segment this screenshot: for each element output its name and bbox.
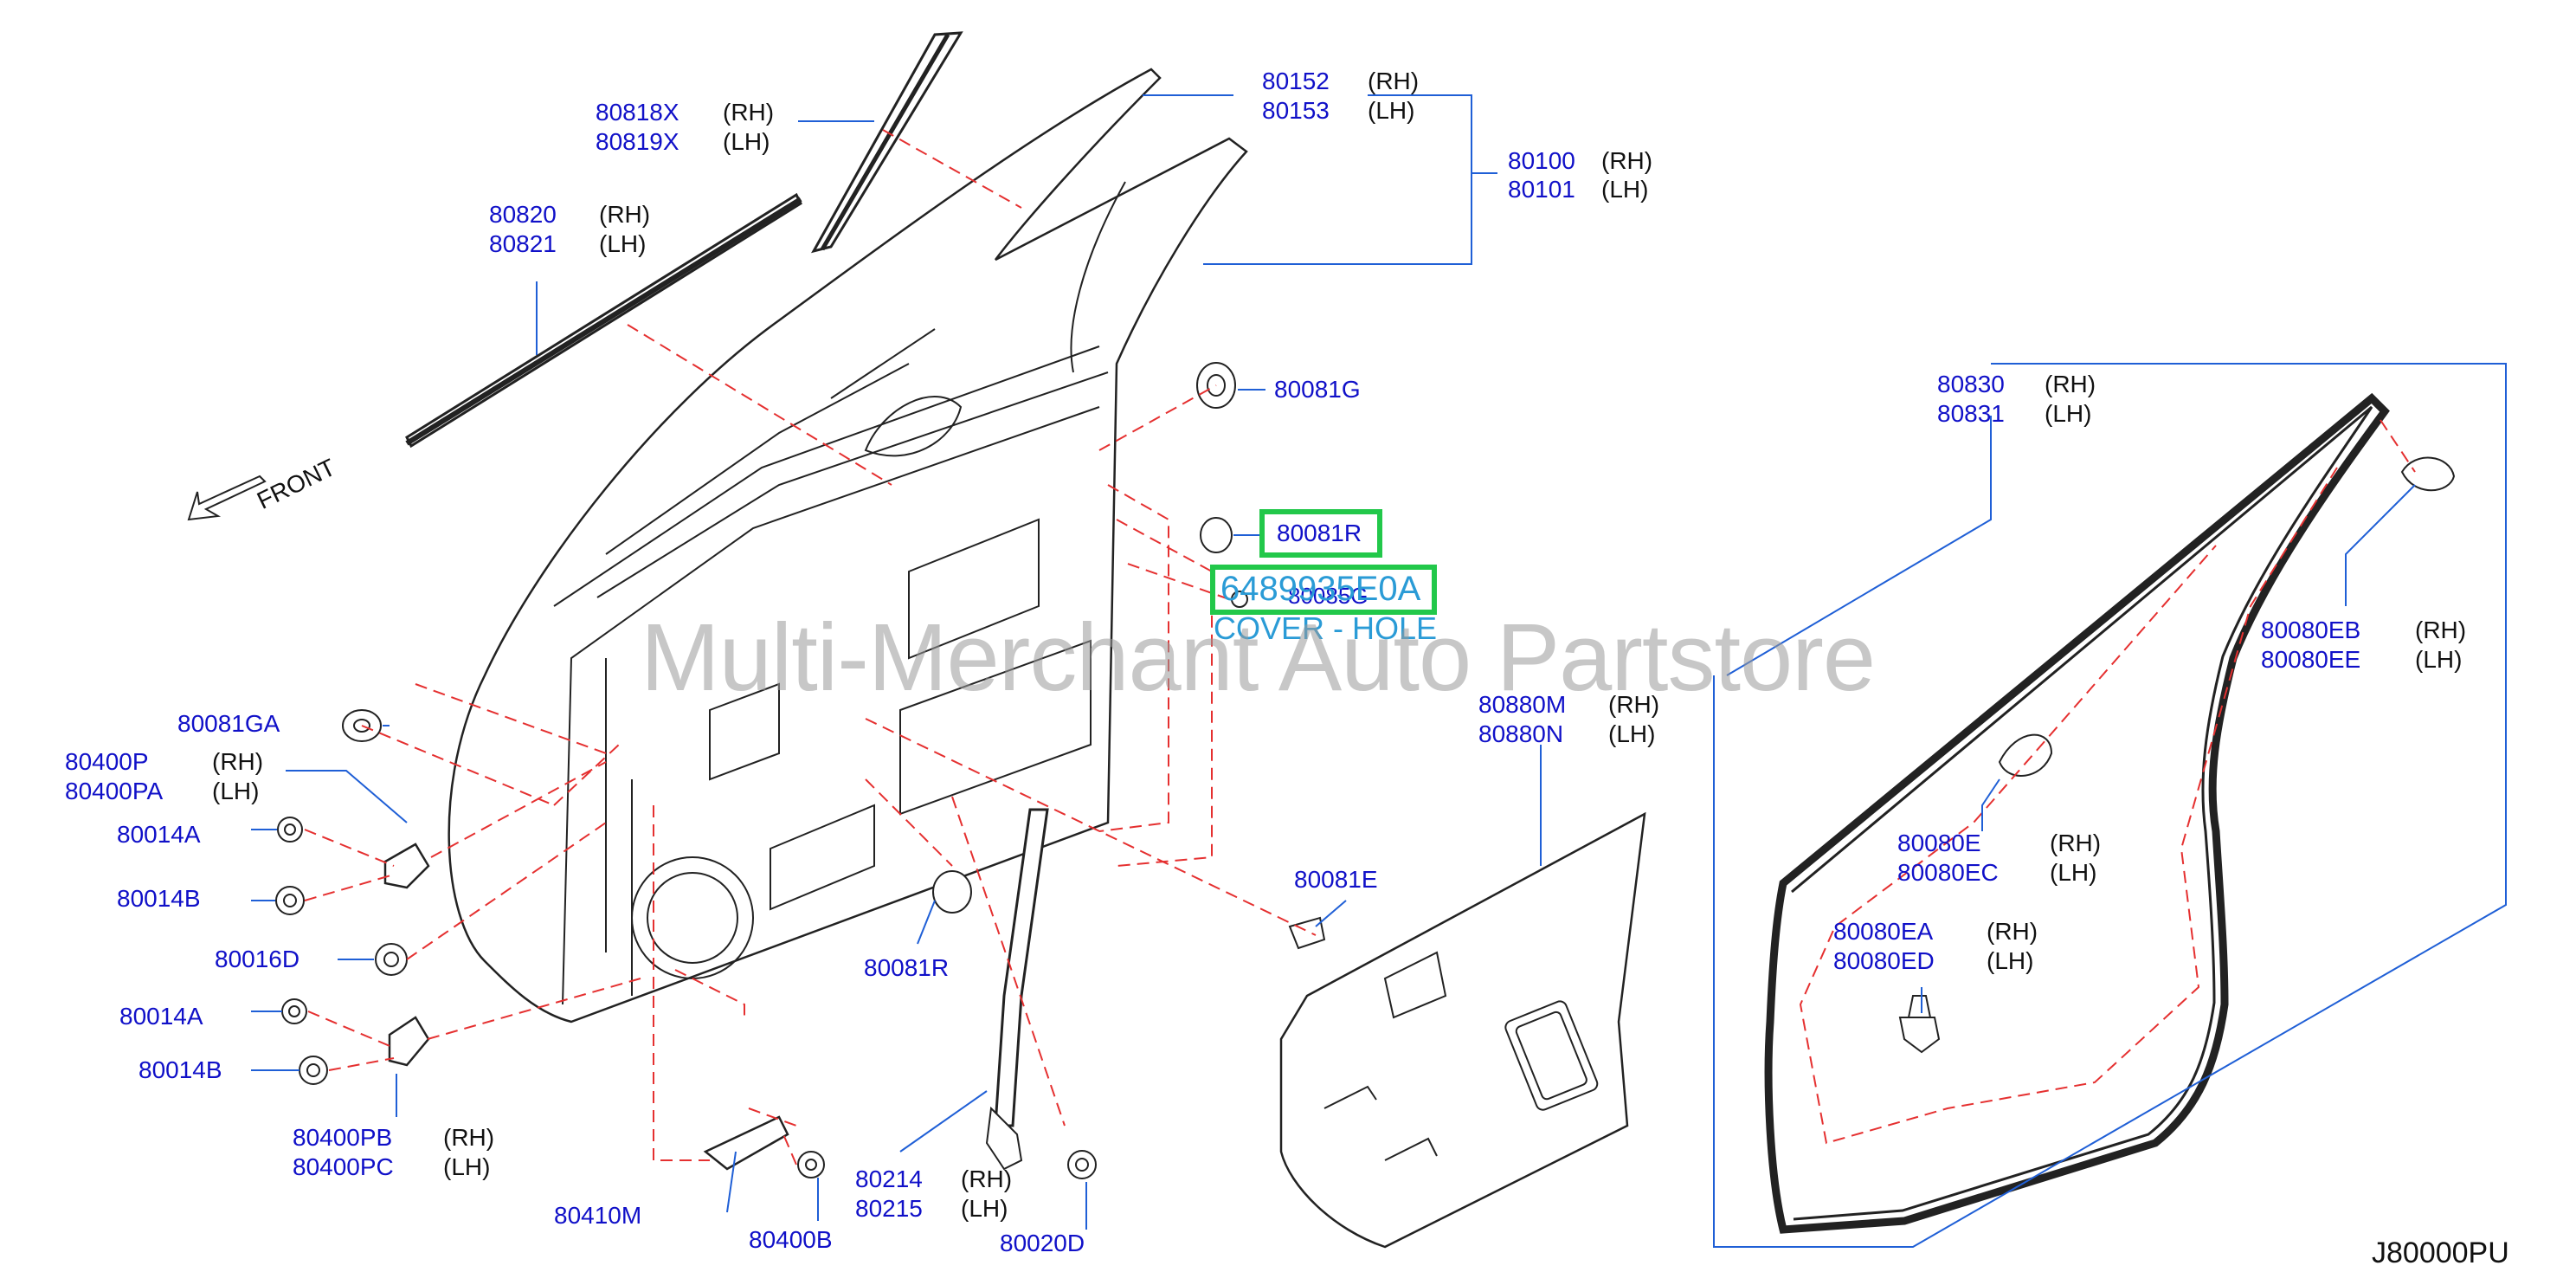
clip-80081E-icon	[1288, 916, 1326, 950]
clip-80080E-icon	[1998, 733, 2053, 777]
label-80819X-side: (LH)	[723, 128, 770, 155]
label-80080EC-side: (LH)	[2050, 859, 2097, 886]
label-80080EC: 80080EC	[1897, 859, 1999, 886]
label-80080E: 80080E	[1897, 830, 1981, 856]
bolt-80014A-upper-icon	[277, 817, 303, 843]
label-80818X: 80818X	[596, 99, 679, 126]
nut-80014B-upper-icon	[275, 886, 305, 915]
label-80080EE: 80080EE	[2261, 646, 2361, 673]
bolt-80016D-icon	[375, 943, 408, 976]
label-80080ED-side: (LH)	[1987, 947, 2034, 974]
watermark: Multi-Merchant Auto Partstore	[641, 604, 1876, 711]
clip-80080EB-icon	[2400, 456, 2456, 492]
bolt-80020D-icon	[1067, 1150, 1097, 1179]
nut-80014B-lower-icon	[299, 1056, 328, 1085]
label-80214: 80214	[855, 1166, 923, 1192]
door-weatherstrip	[1764, 392, 2390, 1234]
label-80830: 80830	[1937, 371, 2005, 397]
label-80400PB: 80400PB	[293, 1124, 393, 1151]
label-80081E: 80081E	[1294, 866, 1378, 893]
label-80100: 80100	[1508, 147, 1575, 174]
clip-80085G-icon	[1231, 591, 1248, 608]
label-80410M: 80410M	[554, 1202, 642, 1229]
label-80820-side: (RH)	[599, 201, 651, 228]
label-80831-side: (LH)	[2045, 400, 2092, 427]
label-80215: 80215	[855, 1195, 923, 1222]
label-80400PA-side: (LH)	[212, 778, 260, 804]
label-80830-side: (RH)	[2045, 371, 2096, 397]
label-80821: 80821	[489, 230, 557, 257]
label-80101-side: (LH)	[1601, 176, 1649, 203]
door-trim-panel	[1279, 811, 1646, 1249]
label-80080EA-side: (RH)	[1987, 918, 2038, 945]
plug-80081R-lower-icon	[932, 870, 972, 914]
label-80020D: 80020D	[1000, 1230, 1085, 1256]
label-80400P: 80400P	[65, 748, 149, 775]
door-panel-outline	[448, 68, 1248, 1023]
label-80153: 80153	[1262, 97, 1330, 124]
label-80014B-upper: 80014B	[117, 885, 201, 912]
label-80215-side: (LH)	[961, 1195, 1008, 1222]
label-80081G: 80081G	[1274, 376, 1361, 403]
label-80085G: 80085G	[1288, 583, 1368, 609]
label-80100-side: (RH)	[1601, 147, 1653, 174]
door-check-icon	[703, 1115, 789, 1171]
label-80831: 80831	[1937, 400, 2005, 427]
sash-trim	[810, 31, 963, 254]
label-80152-side: (RH)	[1368, 68, 1420, 94]
label-80080EB-side: (RH)	[2415, 617, 2467, 643]
label-80400PC-side: (LH)	[443, 1153, 491, 1180]
label-80081R-top: 80081R	[1277, 520, 1362, 546]
label-80152: 80152	[1262, 68, 1330, 94]
label-80400PC: 80400PC	[293, 1153, 394, 1180]
leader-lines	[251, 94, 2507, 1248]
label-80400PA: 80400PA	[65, 778, 164, 804]
front-arrow-icon	[187, 475, 267, 521]
label-80819X: 80819X	[596, 128, 679, 155]
label-80818X-side: (RH)	[723, 99, 775, 126]
assembly-lines	[304, 129, 2416, 1166]
label-80080EE-side: (LH)	[2415, 646, 2463, 673]
bolt-80400B-icon	[797, 1151, 825, 1178]
bolt-80014A-lower-icon	[281, 998, 307, 1024]
label-80080E-side: (RH)	[2050, 830, 2102, 856]
label-80080EA: 80080EA	[1833, 918, 1934, 945]
label-80016D: 80016D	[215, 946, 300, 972]
window-channel	[985, 808, 1049, 1171]
window-molding-outer	[405, 192, 802, 449]
highlight-description: COVER - HOLE	[1214, 610, 1438, 646]
diagram-code: J80000PU	[2372, 1237, 2509, 1269]
label-80400P-side: (RH)	[212, 748, 264, 775]
clip-80080EA-icon	[1898, 995, 1941, 1054]
label-80014A-upper: 80014A	[117, 821, 201, 848]
label-80081GA: 80081GA	[177, 710, 280, 737]
plug-80081R-upper-icon	[1200, 517, 1233, 553]
highlight-box-part	[1210, 565, 1437, 615]
label-80880M-side: (RH)	[1608, 691, 1660, 718]
label-80214-side: (RH)	[961, 1166, 1013, 1192]
label-80880N-side: (LH)	[1608, 720, 1656, 747]
label-80400B: 80400B	[749, 1226, 833, 1253]
label-80080ED: 80080ED	[1833, 947, 1935, 974]
label-80081R-bottom: 80081R	[864, 954, 950, 981]
label-80400PB-side: (RH)	[443, 1124, 495, 1151]
label-80153-side: (LH)	[1368, 97, 1415, 124]
highlight-box-80081R	[1259, 509, 1382, 558]
label-80820: 80820	[489, 201, 557, 228]
label-80014B-lower: 80014B	[138, 1056, 222, 1083]
highlight-part-number[interactable]: 6489935E0A	[1220, 570, 1421, 608]
label-80101: 80101	[1508, 176, 1575, 203]
lower-hinge-icon	[388, 1016, 430, 1067]
label-80821-side: (LH)	[599, 230, 647, 257]
label-80014A-lower: 80014A	[119, 1003, 203, 1030]
label-80880N: 80880N	[1478, 720, 1564, 747]
upper-hinge-icon	[383, 843, 430, 889]
label-80080EB: 80080EB	[2261, 617, 2361, 643]
label-80880M: 80880M	[1478, 691, 1567, 718]
